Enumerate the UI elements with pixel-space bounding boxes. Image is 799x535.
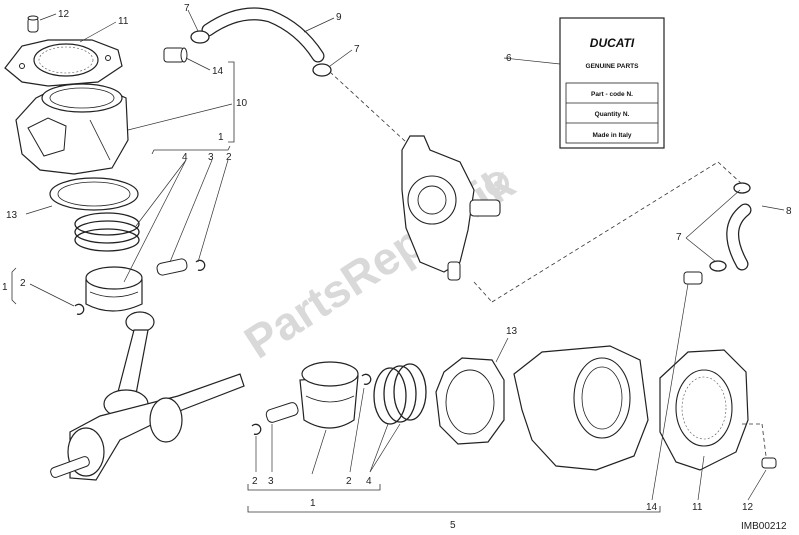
- callout-12-top: 12: [58, 9, 70, 20]
- cylinder-bottom: [513, 345, 649, 471]
- callout-3-top: 3: [208, 152, 214, 163]
- callout-1-bottom: 1: [310, 498, 316, 509]
- callout-1-left: 1: [2, 282, 8, 293]
- callout-11-bottom: 11: [692, 502, 703, 513]
- hose-clamp-right-bottom: [709, 260, 727, 272]
- card-row-made-in: Made in Italy: [592, 132, 631, 139]
- callout-2-left: 2: [20, 278, 26, 289]
- circlip-bottom-left: [251, 423, 262, 435]
- coolant-hose-right: [726, 203, 752, 271]
- callout-8: 8: [786, 206, 792, 217]
- piston-top: [85, 266, 143, 312]
- callout-13-bottom: 13: [506, 326, 518, 337]
- dowel-pin-top: [27, 15, 39, 33]
- callout-1-top: 1: [218, 132, 224, 143]
- callout-7-right: 7: [676, 232, 682, 243]
- card-row-quantity: Quantity N.: [595, 111, 630, 118]
- callout-13-left: 13: [6, 210, 18, 221]
- pipe-fitting-right: [683, 271, 703, 285]
- watermark-text: PartsRepublik: [235, 156, 523, 368]
- leader-lines: [25, 9, 785, 501]
- circlip-left: [74, 303, 85, 315]
- callout-6: 6: [506, 53, 512, 64]
- callout-12-bottom: 12: [742, 502, 754, 513]
- callout-4-bottom: 4: [366, 476, 372, 487]
- cylinder-top: [15, 83, 129, 175]
- callout-7-top: 7: [184, 3, 190, 14]
- card-brand: DUCATI: [590, 36, 635, 50]
- watermark-gear-icon: [485, 172, 509, 196]
- wrist-pin-top: [156, 258, 188, 276]
- callout-7-mid: 7: [354, 44, 360, 55]
- callout-9: 9: [336, 12, 342, 23]
- head-gasket-bottom: [659, 349, 749, 471]
- image-code: IMB00212: [741, 521, 787, 532]
- callout-labels: 12 11 7 9 7 6 14 10 1 4 3 2 13 1 2 8 7 1…: [2, 3, 792, 532]
- brackets: [11, 61, 661, 513]
- hose-routing-dashed: [329, 71, 767, 457]
- base-gasket-left: [49, 177, 139, 211]
- dowel-pin-bottom: [761, 457, 777, 469]
- callout-5: 5: [450, 520, 456, 531]
- callout-2-bottom-a: 2: [252, 476, 258, 487]
- hose-clamp-right-top: [733, 182, 751, 194]
- circlip-top-right: [195, 259, 206, 271]
- piston-rings-top: [74, 212, 140, 252]
- callout-11-top: 11: [118, 16, 129, 27]
- head-gasket-top: [4, 39, 123, 87]
- watermark: PartsRepublik: [235, 156, 523, 368]
- callout-2-top: 2: [226, 152, 232, 163]
- crankshaft: [50, 373, 245, 481]
- callout-10: 10: [236, 98, 248, 109]
- piston-bottom: [299, 361, 359, 429]
- genuine-parts-card: DUCATI GENUINE PARTS Part - code N. Quan…: [559, 17, 665, 149]
- base-gasket-bottom: [435, 357, 505, 445]
- piston-rings-bottom: [373, 363, 427, 425]
- pipe-fitting-top: [163, 47, 188, 63]
- callout-2-bottom-b: 2: [346, 476, 352, 487]
- coolant-hose-top: [201, 7, 325, 63]
- circlip-bottom-right: [361, 373, 372, 385]
- callout-3-bottom: 3: [268, 476, 274, 487]
- wrist-pin-bottom: [265, 402, 299, 423]
- card-row-part-code: Part - code N.: [591, 91, 633, 98]
- card-subtitle: GENUINE PARTS: [586, 63, 640, 70]
- callout-4-top: 4: [182, 152, 188, 163]
- connecting-rod: [103, 311, 155, 419]
- callout-14-bottom: 14: [646, 502, 658, 513]
- water-pump: [401, 135, 501, 281]
- hose-clamp-mid: [312, 63, 332, 77]
- hose-clamp-top: [190, 30, 210, 44]
- callout-14-top: 14: [212, 66, 224, 77]
